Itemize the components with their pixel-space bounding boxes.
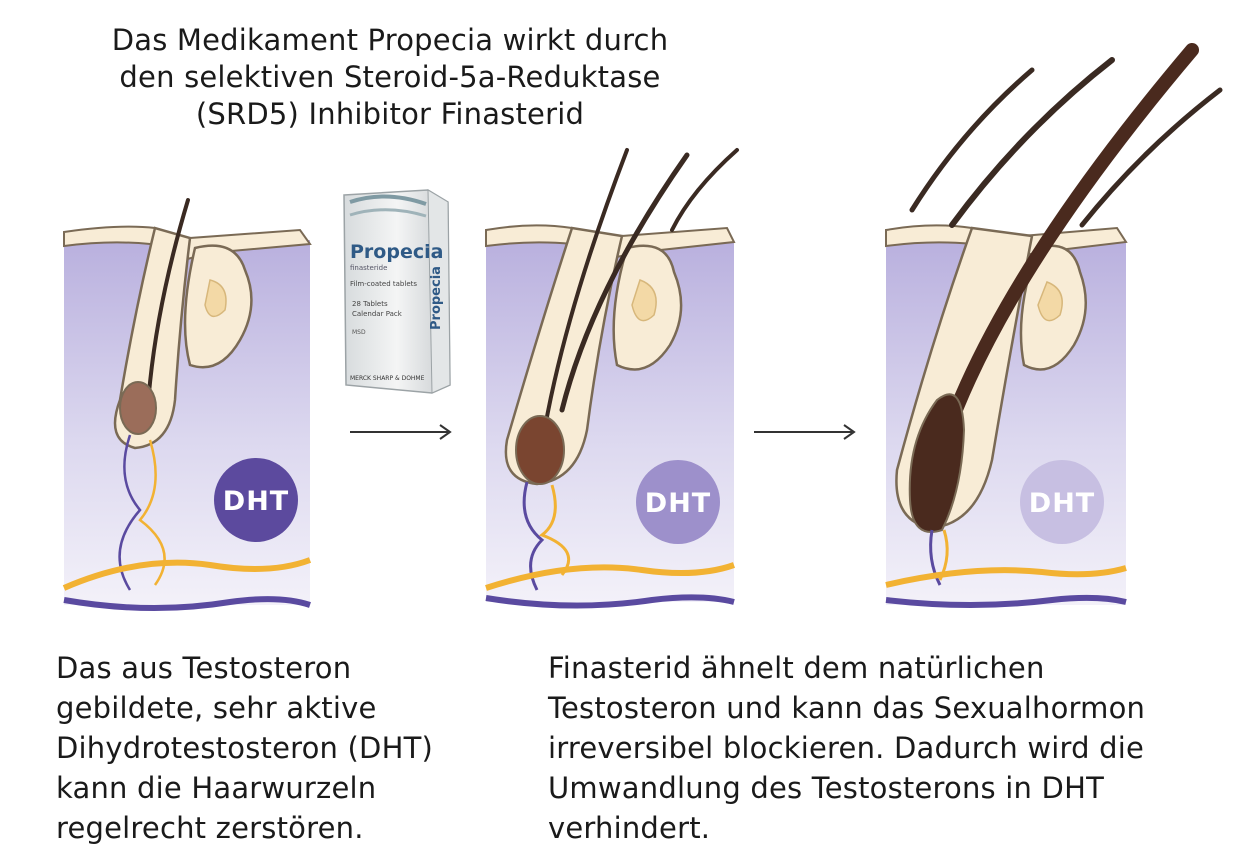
propecia-package: Propecia finasteride Film-coated tablets… <box>336 180 458 395</box>
svg-text:Film-coated tablets: Film-coated tablets <box>350 280 417 288</box>
svg-text:finasteride: finasteride <box>350 264 387 272</box>
svg-text:28 Tablets: 28 Tablets <box>352 300 388 308</box>
dht-badge <box>214 458 298 542</box>
hair-bulb <box>908 393 966 533</box>
package-side-brand: Propecia <box>429 266 444 330</box>
svg-text:MSD: MSD <box>352 329 366 336</box>
caption-right-line-1: Finasterid ähnelt dem natürlichen <box>548 651 1045 685</box>
dht-label: DHT <box>1029 488 1095 519</box>
title-line-2: den selektiven Steroid-5a-Reduktase <box>119 60 661 94</box>
hair-bulb <box>515 415 565 485</box>
svg-text:Calendar Pack: Calendar Pack <box>352 310 403 318</box>
hair-bulb <box>119 381 157 435</box>
caption-dht-effect: Das aus Testosteron gebildete, sehr akti… <box>56 648 433 848</box>
caption-right-line-3: irreversibel blockieren. Dadurch wird di… <box>548 731 1145 765</box>
svg-text:MERCK SHARP & DOHME: MERCK SHARP & DOHME <box>350 375 425 382</box>
caption-right-line-2: Testosteron und kann das Sexualhormon <box>548 691 1146 725</box>
caption-left-line-3: Dihydrotestosteron (DHT) <box>56 731 434 765</box>
dht-label: DHT <box>645 488 711 519</box>
caption-left-line-2: gebildete, sehr aktive <box>56 691 377 725</box>
hair-follicle-panel-healthy: DHT <box>882 43 1227 615</box>
arrow-right-icon <box>348 422 456 446</box>
caption-left-line-4: kann die Haarwurzeln <box>56 771 377 805</box>
dht-label: DHT <box>223 486 289 517</box>
caption-left-line-1: Das aus Testosteron <box>56 651 352 685</box>
hair-strand <box>559 152 690 413</box>
arrow-right-icon <box>752 422 860 446</box>
hair-follicle-panel-damaged: DHT <box>60 190 315 615</box>
hair-follicle-panel-recovering: DHT <box>482 148 742 610</box>
package-brand: Propecia <box>350 241 443 263</box>
dht-badge <box>636 460 720 544</box>
dht-badge <box>1020 460 1104 544</box>
caption-right-line-4: Umwandlung des Testosterons in DHT <box>548 771 1104 805</box>
title-line-3: (SRD5) Inhibitor Finasterid <box>195 97 585 131</box>
caption-finasteride-effect: Finasterid ähnelt dem natürlichen Testos… <box>548 648 1145 848</box>
caption-right-line-5: verhindert. <box>548 811 711 845</box>
hair-strand <box>540 148 629 447</box>
diagram-title: Das Medikament Propecia wirkt durch den … <box>60 22 720 133</box>
title-line-1: Das Medikament Propecia wirkt durch <box>111 23 669 57</box>
hair-strand <box>146 198 190 407</box>
caption-left-line-5: regelrecht zerstören. <box>56 811 364 845</box>
